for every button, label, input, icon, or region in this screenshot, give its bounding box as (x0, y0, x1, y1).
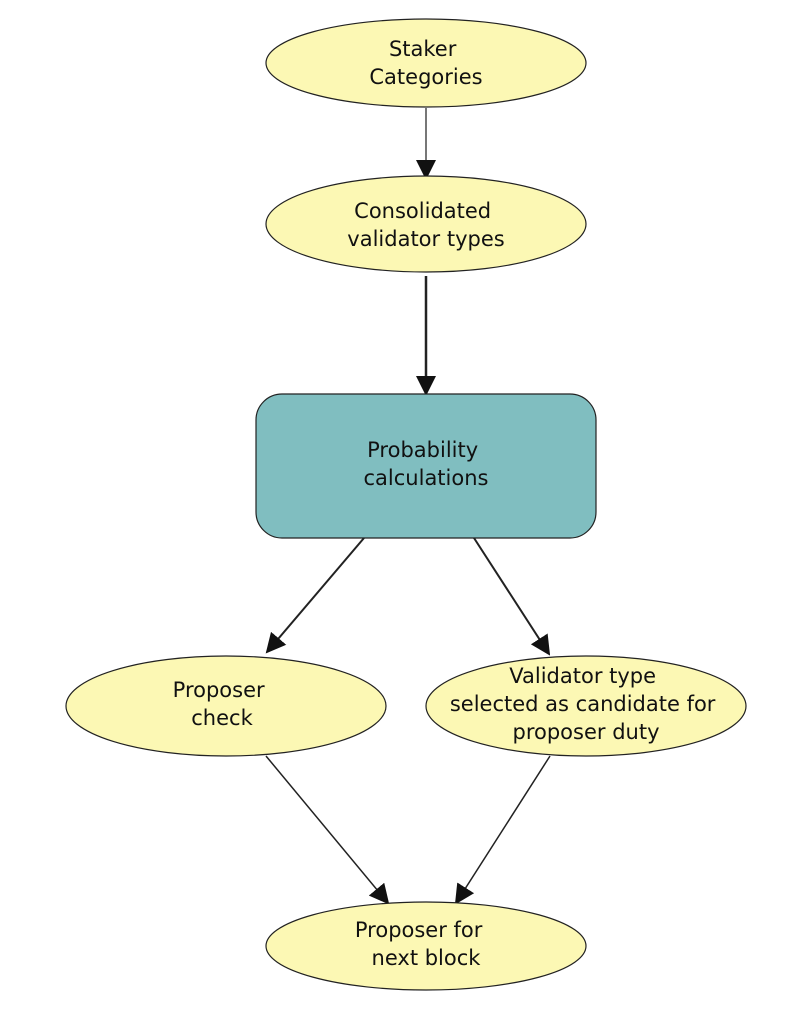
edge-probability-to-validator-type (473, 537, 551, 656)
node-label-line: check (191, 706, 253, 730)
svg-text:Staker Categories: Staker Categories (369, 37, 482, 89)
node-label-line: Probability (367, 438, 478, 462)
edges (265, 108, 551, 905)
node-shape (265, 175, 587, 273)
node-label-line: selected as candidate for (450, 692, 716, 716)
node-shape (425, 655, 747, 757)
node-label-line: calculations (364, 466, 489, 490)
node-proposer-for-next-block: Proposer for next block (265, 901, 587, 991)
node-label-line: Validator type (509, 664, 656, 688)
node-shape (265, 901, 587, 991)
node-validator-type-selected: Validator type selected as candidate for… (425, 655, 747, 757)
node-label-line: Categories (369, 65, 482, 89)
edge-probability-to-proposer-check (265, 537, 365, 654)
svg-text:Proposer check: Proposer check (173, 678, 272, 730)
node-label-line: Proposer for (355, 918, 483, 942)
svg-text:Proposer for next block: Proposer for next block (355, 918, 489, 970)
node-label-line: next block (372, 946, 482, 970)
process-box (255, 393, 597, 539)
node-label-line: Consolidated (354, 199, 491, 223)
node-label-line: Proposer (173, 678, 265, 702)
node-label-line: proposer duty (513, 720, 660, 744)
node-staker-categories: Staker Categories (265, 18, 587, 108)
node-proposer-check: Proposer check (65, 655, 387, 757)
svg-text:Probability calculations: Probability calculations (364, 438, 489, 490)
node-probability-calculations: Probability calculations (255, 393, 597, 539)
node-shape (65, 655, 387, 757)
node-shape (265, 18, 587, 108)
node-label-line: Staker (389, 37, 457, 61)
node-label-line: validator types (347, 227, 504, 251)
svg-text:Validator type selected: Validator type selected as candidate for… (450, 664, 722, 744)
svg-text:Consolidated validator t: Consolidated validator types (347, 199, 504, 251)
edge-proposer-check-to-next-block (265, 755, 390, 905)
node-consolidated-validator-types: Consolidated validator types (265, 175, 587, 273)
edge-validator-type-to-next-block (454, 755, 551, 905)
